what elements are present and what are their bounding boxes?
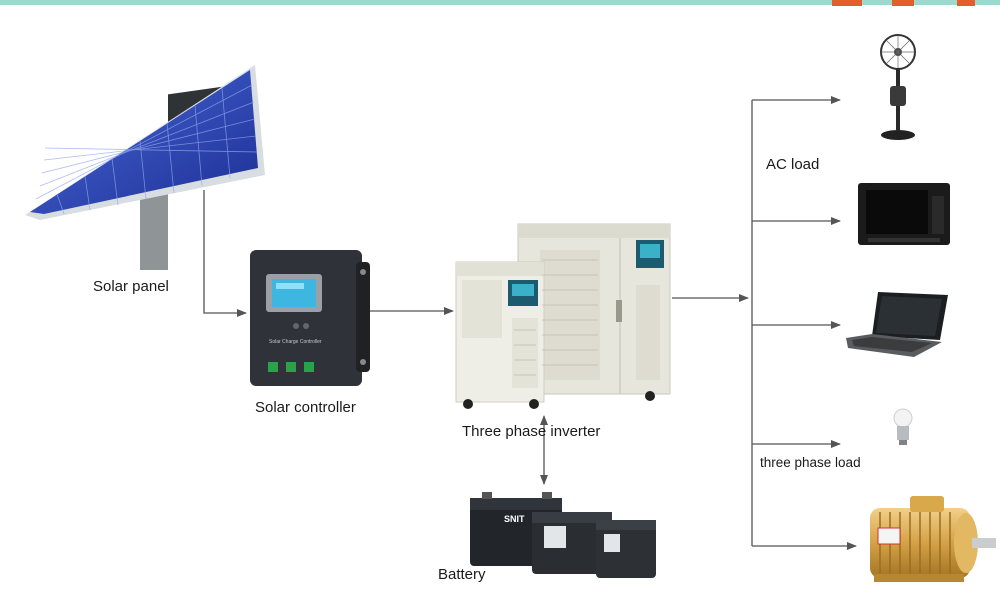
solar-controller-label: Solar controller [255, 399, 356, 416]
arrow-panel-to-controller [203, 190, 247, 317]
controller-caption: Solar Charge Controller [269, 339, 322, 345]
three-phase-load-label: three phase load [760, 455, 861, 470]
battery-label: Battery [438, 566, 486, 583]
solar-panel-icon [25, 65, 265, 270]
ac-load-label: AC load [766, 156, 820, 173]
laptop-icon [846, 292, 948, 357]
solar-panel-label: Solar panel [93, 278, 169, 295]
inverter-icon [455, 223, 671, 409]
inverter-label: Three phase inverter [462, 423, 601, 440]
bulb-icon [893, 408, 913, 445]
motor-icon [870, 496, 996, 582]
fan-icon [880, 34, 916, 140]
solar-controller-icon [250, 250, 370, 386]
battery-brand: SNIT [504, 514, 525, 524]
battery-icon [470, 492, 656, 578]
brand-logo-fragment [772, 0, 982, 6]
tv-icon [858, 183, 950, 245]
top-accent-bar [0, 0, 1000, 5]
